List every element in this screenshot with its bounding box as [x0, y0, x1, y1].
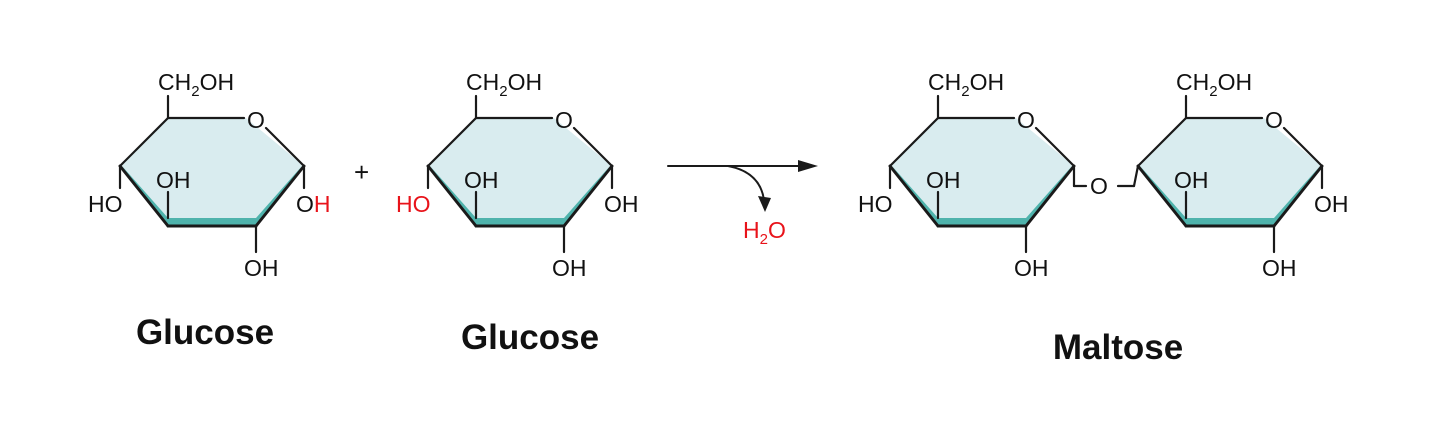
glucose-ring-4: O CH2OH OH OH OH: [1136, 69, 1349, 281]
ch2oh-group: CH2OH: [928, 69, 1004, 100]
hydroxyl-c2: OH: [244, 255, 279, 281]
hydroxyl-c4: HO: [858, 191, 893, 217]
hydroxyl-c1: OH: [296, 191, 331, 217]
ch2oh-group: CH2OH: [158, 69, 234, 100]
hydroxyl-c4: HO: [396, 191, 431, 217]
hydroxyl-c1: OH: [1314, 191, 1349, 217]
hydroxyl-c4: HO: [88, 191, 123, 217]
ch2oh-group: CH2OH: [1176, 69, 1252, 100]
glucose-ring-2: O CH2OH OH OH HO OH: [396, 69, 639, 281]
ch2oh-group: CH2OH: [466, 69, 542, 100]
glucose-ring-3: O CH2OH OH OH HO: [858, 69, 1076, 281]
glucose-label-1: Glucose: [135, 313, 275, 352]
ring-oxygen: O: [247, 107, 265, 133]
reaction-arrow-icon: [667, 160, 818, 212]
hydroxyl-c2: OH: [552, 255, 587, 281]
glucose-ring-1: O CH2OH OH OH HO OH: [88, 69, 331, 281]
glucose-label-2: Glucose: [460, 318, 600, 357]
hydroxyl-c3: OH: [464, 167, 499, 193]
hydroxyl-c3: OH: [156, 167, 191, 193]
glycosidic-bond: O: [1072, 164, 1140, 199]
ring-oxygen: O: [1017, 107, 1035, 133]
plus-sign: +: [354, 157, 369, 187]
hydroxyl-c3: OH: [926, 167, 961, 193]
hydroxyl-c3: OH: [1174, 167, 1209, 193]
ring-oxygen: O: [1265, 107, 1283, 133]
bridge-oxygen: O: [1090, 173, 1108, 199]
ring-oxygen: O: [555, 107, 573, 133]
hydroxyl-c2: OH: [1014, 255, 1049, 281]
hydroxyl-c2: OH: [1262, 255, 1297, 281]
water-byproduct: H2O: [743, 217, 786, 248]
maltose-label: Maltose: [1052, 328, 1184, 367]
hydroxyl-c1: OH: [604, 191, 639, 217]
